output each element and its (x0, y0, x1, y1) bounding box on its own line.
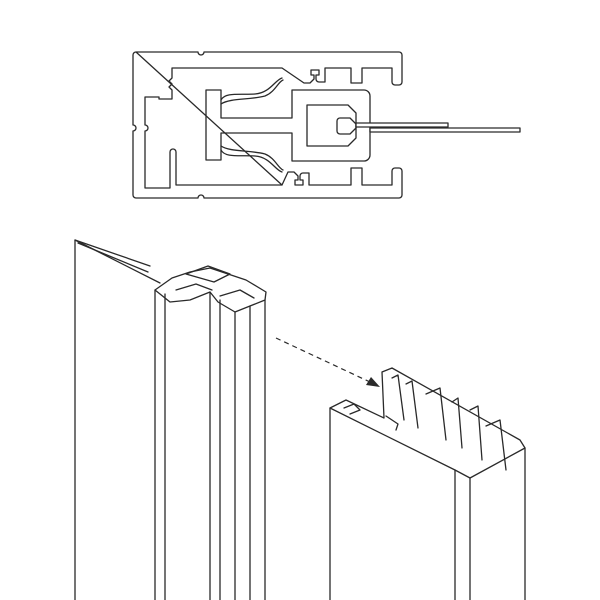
clamp-jaw-lower (220, 145, 284, 173)
profile-top-detail (175, 265, 255, 299)
mating-top-face (329, 367, 526, 479)
glass-sheet-lower (369, 127, 521, 133)
wall-panel-with-profile (74, 239, 267, 600)
profile-front (154, 289, 266, 600)
panel-top-edge (74, 239, 151, 273)
mating-slots (343, 374, 507, 471)
glass-sheet-upper (355, 122, 449, 128)
profile-cross-section (132, 51, 521, 199)
mating-profile (329, 367, 526, 600)
clamp-jaw-upper (220, 77, 284, 105)
inner-clamp (205, 89, 371, 162)
arrow-head-icon (366, 377, 380, 387)
outer-outline (132, 51, 403, 199)
insert-socket (306, 104, 357, 147)
mating-front (329, 407, 526, 600)
insert-head (336, 117, 357, 135)
panel-sheet (74, 239, 161, 600)
insertion-arrow (275, 337, 380, 387)
